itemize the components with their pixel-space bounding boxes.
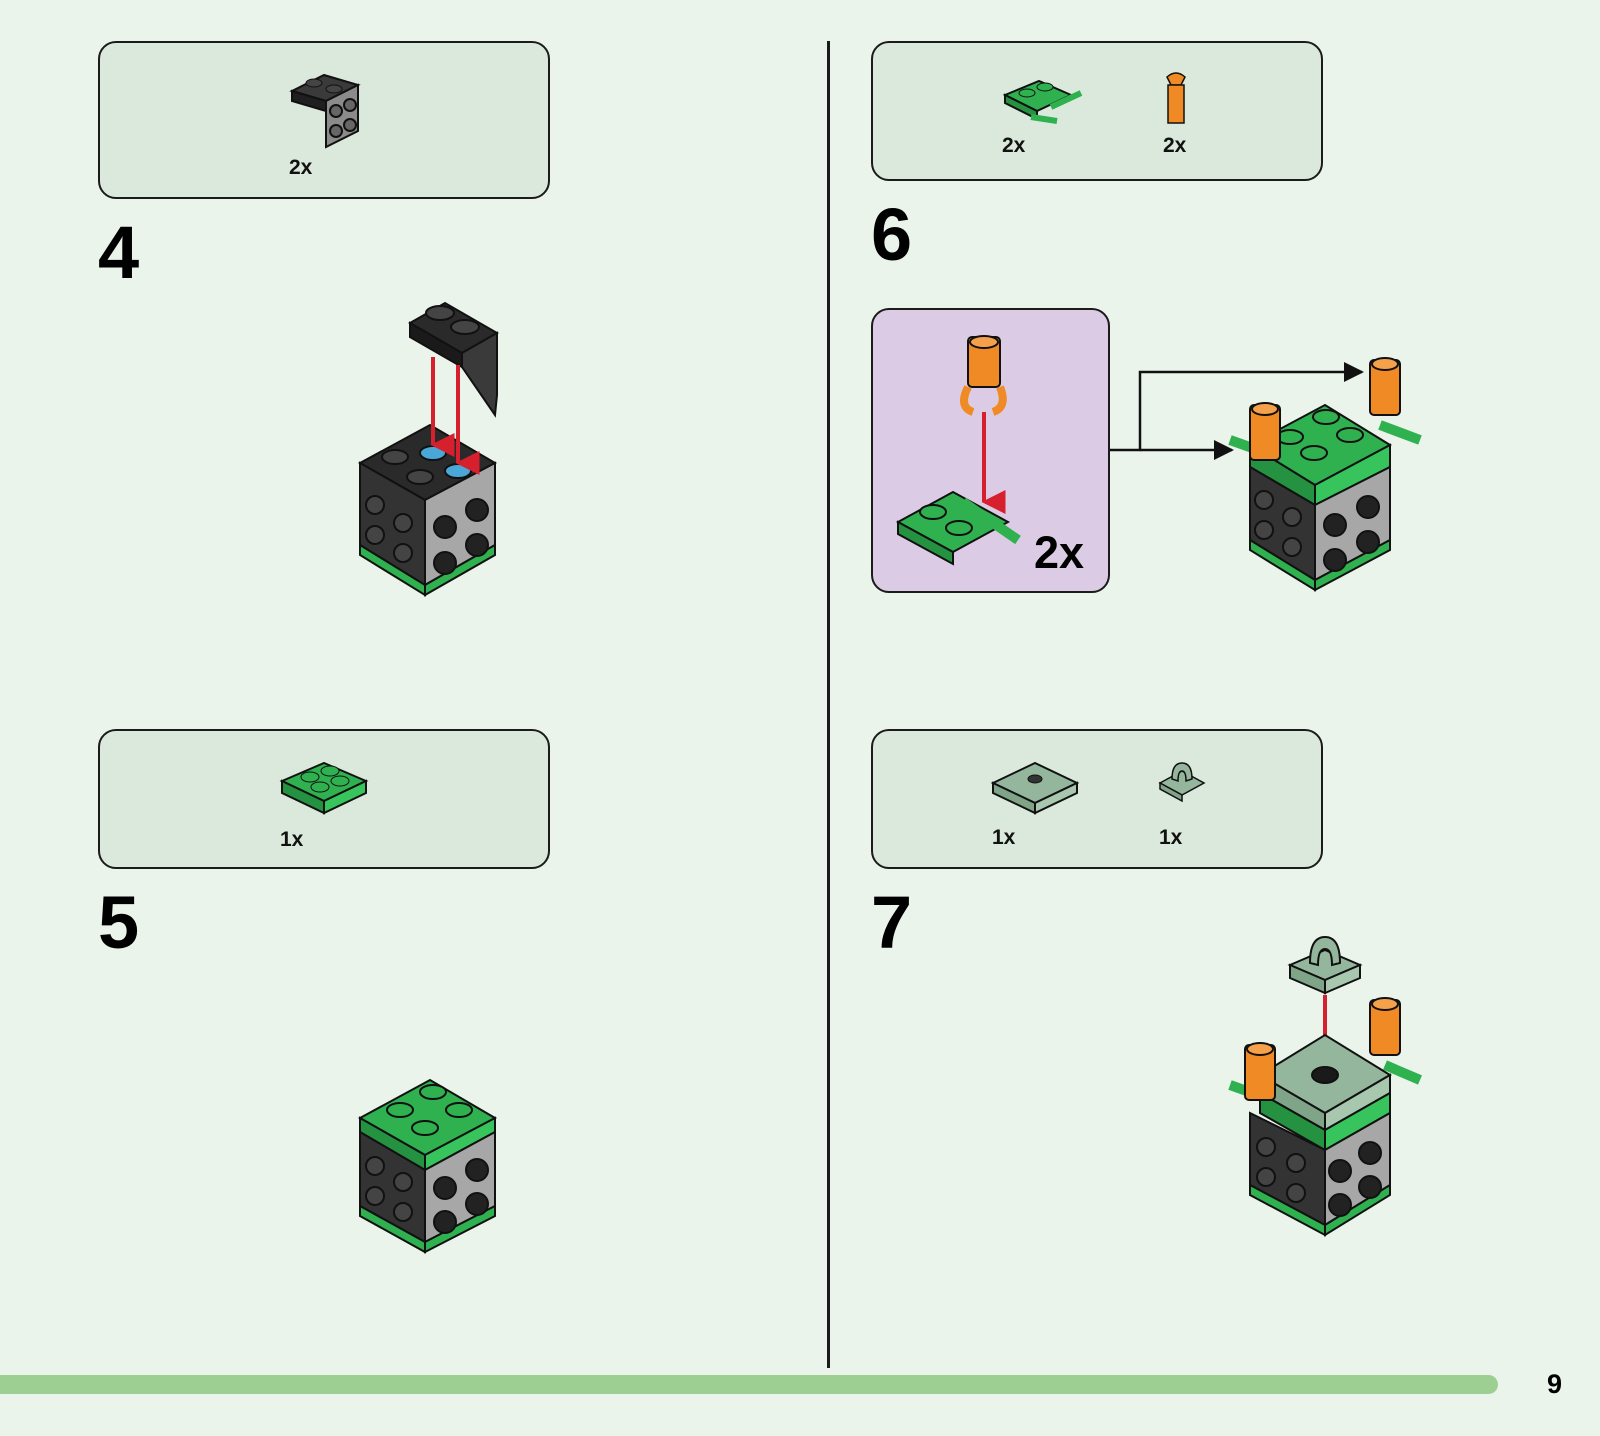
sand-green-jumper-plate-icon xyxy=(991,757,1079,817)
step-number-4: 4 xyxy=(98,216,139,290)
black-bracket-2x2-icon xyxy=(288,71,364,151)
part-quantity: 2x xyxy=(289,156,312,180)
green-plate-with-bars-icon xyxy=(1001,73,1085,125)
step-number-6: 6 xyxy=(871,198,912,272)
parts-list-step-7: 1x 1x xyxy=(871,729,1323,869)
sand-green-clip-tile-icon xyxy=(1158,759,1208,805)
parts-list-step-5: 1x xyxy=(98,729,550,869)
step-number-5: 5 xyxy=(98,886,139,960)
step-number-7: 7 xyxy=(871,886,912,960)
parts-list-step-6: 2x 2x xyxy=(871,41,1323,181)
page-number: 9 xyxy=(1547,1369,1562,1400)
parts-list-step-4: 2x xyxy=(98,41,550,199)
callout-quantity: 2x xyxy=(1034,527,1084,579)
orange-clip-icon xyxy=(1161,71,1191,127)
page-divider xyxy=(827,41,830,1368)
orange-clip-on-green-plate-illustration xyxy=(893,332,1023,562)
part-quantity: 1x xyxy=(280,828,303,852)
step-4-assembly-illustration xyxy=(355,295,525,605)
part-quantity: 2x xyxy=(1002,134,1025,158)
step-7-assembly-illustration xyxy=(1230,935,1430,1265)
part-quantity: 2x xyxy=(1163,134,1186,158)
green-plate-2x2-icon xyxy=(280,757,370,817)
step-6-assembly-illustration xyxy=(1230,355,1430,610)
part-quantity: 1x xyxy=(992,826,1015,850)
page-progress-bar xyxy=(0,1375,1498,1394)
step-5-assembly-illustration xyxy=(355,1070,525,1260)
part-quantity: 1x xyxy=(1159,826,1182,850)
